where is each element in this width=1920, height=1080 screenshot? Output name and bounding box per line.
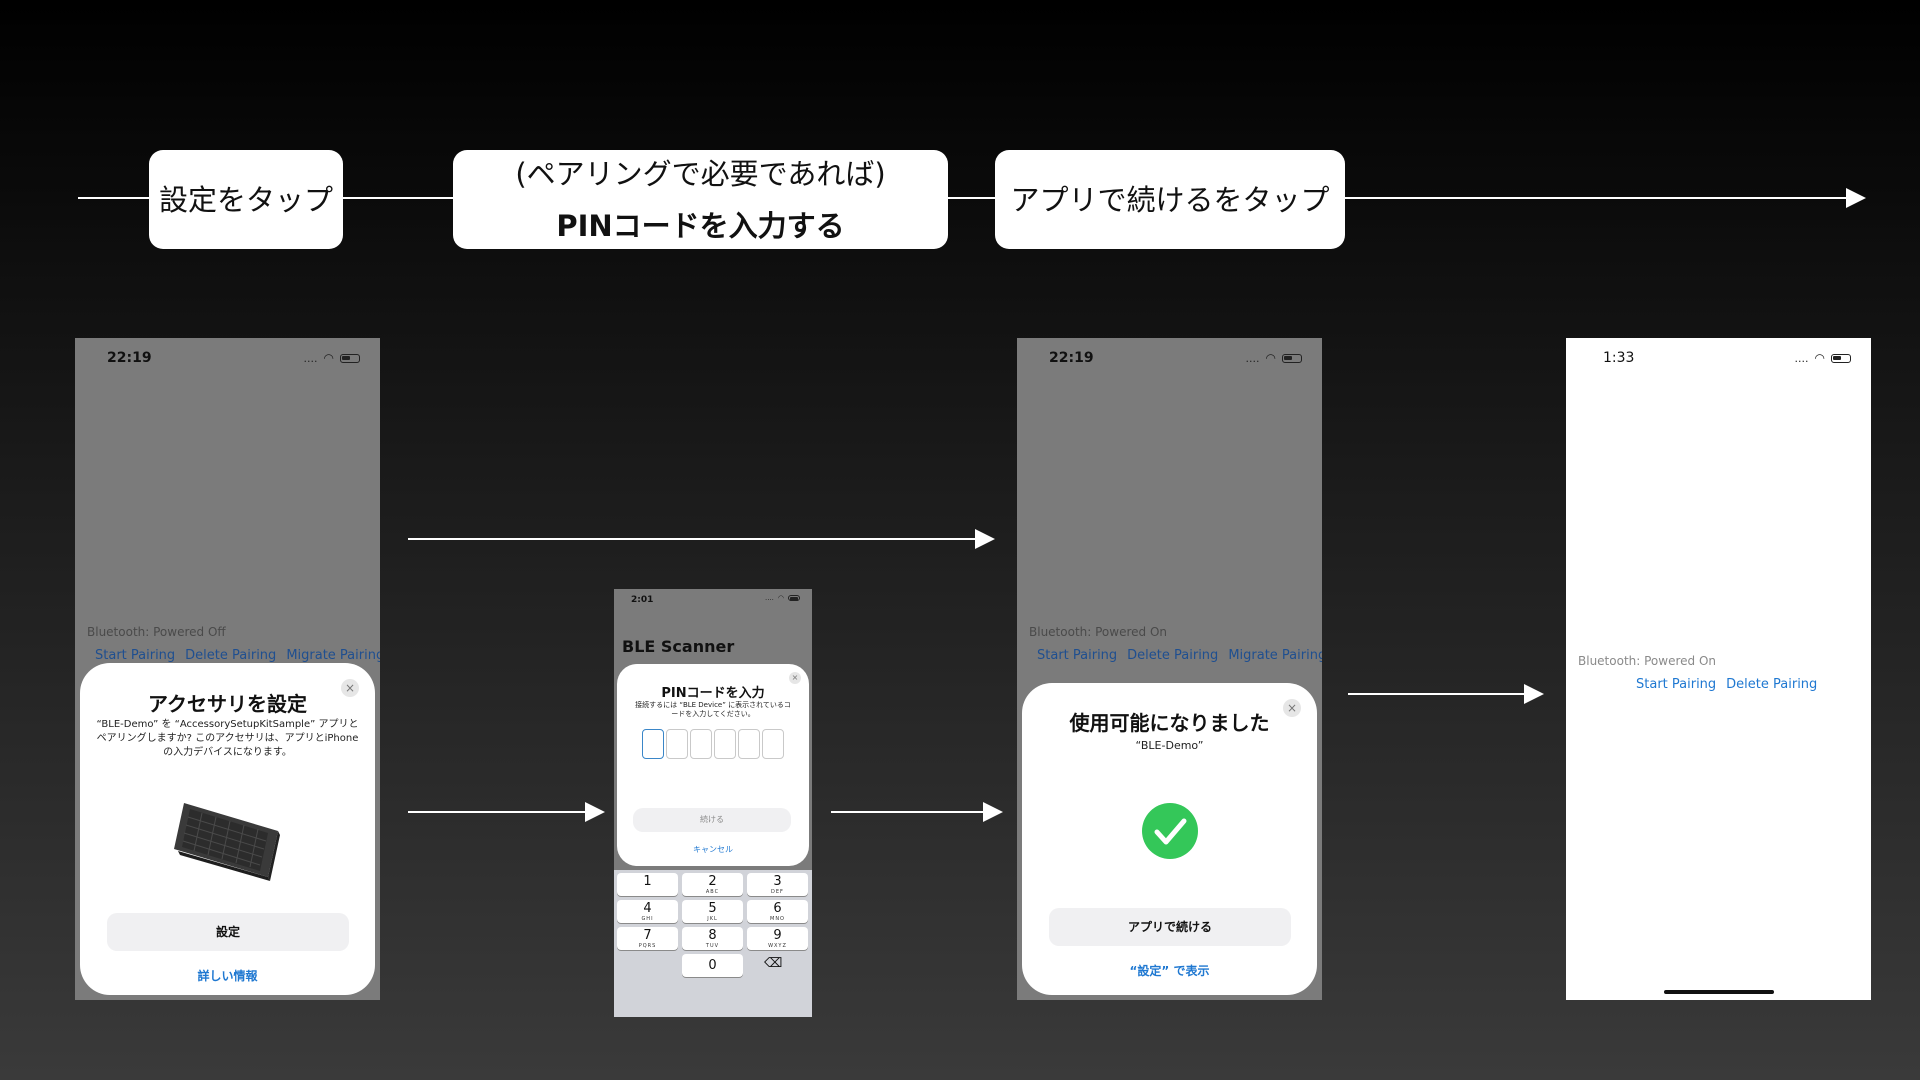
signal-icon: .... xyxy=(1794,351,1809,365)
ready-sheet: × 使用可能になりました “BLE-Demo” アプリで続ける “設定” で表示 xyxy=(1022,683,1317,995)
status-time: 2:01 xyxy=(631,595,654,605)
step-label-3-line: アプリで続けるをタップ xyxy=(1010,182,1330,217)
migrate-pairing-link[interactable]: Migrate Pairing xyxy=(286,648,380,663)
checkmark-circle-icon xyxy=(1142,803,1198,859)
signal-icon: .... xyxy=(1245,351,1260,365)
pin-digit-1[interactable] xyxy=(642,729,664,759)
delete-pairing-link[interactable]: Delete Pairing xyxy=(185,648,277,663)
signal-icon: .... xyxy=(764,594,774,602)
status-time: 1:33 xyxy=(1603,350,1635,366)
status-time: 22:19 xyxy=(1049,350,1094,366)
battery-icon xyxy=(788,595,800,601)
signal-icon: .... xyxy=(303,351,318,365)
step-label-2-line-2: PINコードを入力する xyxy=(556,208,845,243)
pairing-links: Start Pairing Delete Pairing xyxy=(1636,677,1817,692)
wifi-icon: ◠ xyxy=(323,351,334,365)
bluetooth-status: Bluetooth: Powered Off xyxy=(87,625,226,639)
close-icon[interactable]: × xyxy=(341,679,359,697)
start-pairing-link[interactable]: Start Pairing xyxy=(95,648,176,663)
home-indicator xyxy=(1664,990,1774,994)
start-pairing-link[interactable]: Start Pairing xyxy=(1037,648,1118,663)
phone-screen-app: 1:33 .... ◠ Bluetooth: Powered On Start … xyxy=(1566,338,1871,1000)
keyboard-icon xyxy=(174,803,280,881)
phone-screen-ready: 22:19 .... ◠ Bluetooth: Powered On Start… xyxy=(1017,338,1322,1000)
pin-digit-3[interactable] xyxy=(690,729,712,759)
battery-icon xyxy=(340,353,360,363)
status-icons: .... ◠ xyxy=(304,351,360,365)
pin-digit-5[interactable] xyxy=(738,729,760,759)
continue-in-app-button[interactable]: アプリで続ける xyxy=(1049,908,1291,946)
sheet-title: 使用可能になりました xyxy=(1069,711,1270,735)
wifi-icon: ◠ xyxy=(777,594,784,602)
pin-digit-2[interactable] xyxy=(666,729,688,759)
step-label-2: (ペアリングで必要であれば) PINコードを入力する xyxy=(453,150,948,249)
pairing-links: Start Pairing Delete Pairing Migrate Pai… xyxy=(1037,648,1322,663)
bluetooth-status: Bluetooth: Powered On xyxy=(1578,654,1716,668)
setup-button[interactable]: 設定 xyxy=(107,913,349,951)
start-pairing-link[interactable]: Start Pairing xyxy=(1636,677,1717,692)
delete-pairing-link[interactable]: Delete Pairing xyxy=(1127,648,1219,663)
status-icons: .... ◠ xyxy=(1246,351,1302,365)
sheet-title: PINコードを入力 xyxy=(661,686,765,701)
phone-screen-pin: 2:01 .... ◠ BLE Scanner × PINコードを入力 接続する… xyxy=(614,589,812,1017)
pin-digit-6[interactable] xyxy=(762,729,784,759)
cancel-link[interactable]: キャンセル xyxy=(693,845,733,854)
more-info-link[interactable]: 詳しい情報 xyxy=(197,969,258,983)
close-icon[interactable]: × xyxy=(1283,699,1301,717)
sheet-title: アクセサリを設定 xyxy=(148,692,307,716)
sheet-description: “BLE-Demo” を “AccessorySetupKitSample” ア… xyxy=(96,719,359,758)
battery-icon xyxy=(1831,353,1851,363)
status-icons: .... ◠ xyxy=(765,594,800,602)
wifi-icon: ◠ xyxy=(1814,351,1825,365)
battery-icon xyxy=(1282,353,1302,363)
close-icon[interactable]: × xyxy=(789,672,801,684)
step-label-1: 設定をタップ xyxy=(149,150,343,249)
step-label-1-line: 設定をタップ xyxy=(158,182,333,217)
backspace-icon[interactable]: ⌫ xyxy=(764,956,783,971)
phone-screen-setup: 22:19 .... ◠ Bluetooth: Powered Off Star… xyxy=(75,338,380,1000)
key-1[interactable]: 1 xyxy=(617,873,678,896)
status-time: 22:19 xyxy=(107,350,152,366)
sheet-description: 接続するには “BLE Device” に表示されているコードを入力してください… xyxy=(635,701,791,718)
sheet-subtitle: “BLE-Demo” xyxy=(1135,739,1204,752)
accessory-setup-sheet: × アクセサリを設定 “BLE-Demo” を “AccessorySetupK… xyxy=(80,663,375,995)
bluetooth-status: Bluetooth: Powered On xyxy=(1029,625,1167,639)
step-label-3: アプリで続けるをタップ xyxy=(995,150,1345,249)
pin-entry-sheet: × PINコードを入力 接続するには “BLE Device” に表示されている… xyxy=(617,664,809,866)
pairing-links: Start Pairing Delete Pairing Migrate Pai… xyxy=(95,648,380,663)
migrate-pairing-link[interactable]: Migrate Pairing xyxy=(1228,648,1322,663)
status-icons: .... ◠ xyxy=(1795,351,1851,365)
app-title: BLE Scanner xyxy=(622,637,735,656)
continue-button[interactable]: 続ける xyxy=(633,808,791,832)
wifi-icon: ◠ xyxy=(1265,351,1276,365)
step-label-2-line-1: (ペアリングで必要であれば) xyxy=(515,156,886,191)
key-0[interactable]: 0 xyxy=(682,954,743,977)
show-in-settings-link[interactable]: “設定” で表示 xyxy=(1129,964,1210,978)
pin-digit-4[interactable] xyxy=(714,729,736,759)
delete-pairing-link[interactable]: Delete Pairing xyxy=(1726,677,1818,692)
